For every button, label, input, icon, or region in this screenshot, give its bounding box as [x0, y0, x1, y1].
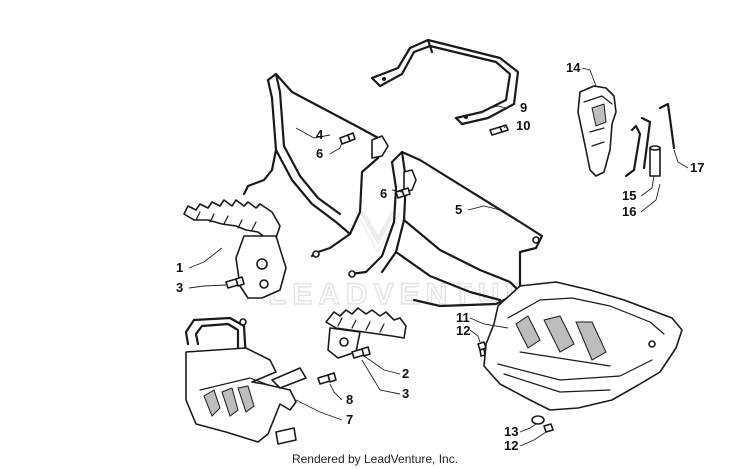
part-9-handle[interactable] — [370, 38, 520, 126]
part-17-hex-key[interactable] — [658, 102, 676, 150]
part-7-bumper[interactable] — [184, 316, 307, 445]
callouts: 1 2 3 3 4 5 6 6 7 8 9 10 11 12 12 13 14 … — [176, 60, 704, 453]
bolt-3-left[interactable] — [225, 276, 245, 289]
part-11-skid-plate[interactable] — [483, 281, 683, 411]
bolt-12-lower-washer-13[interactable] — [531, 415, 554, 433]
callout-4: 4 — [316, 127, 324, 142]
callout-14: 14 — [566, 60, 581, 75]
bolt-8[interactable] — [317, 372, 337, 385]
callout-2: 2 — [402, 366, 409, 381]
callout-3-left: 3 — [176, 280, 183, 295]
callout-1: 1 — [176, 260, 183, 275]
part-4-frame-left[interactable] — [242, 72, 389, 258]
callout-16: 16 — [622, 204, 636, 219]
callout-13: 13 — [504, 424, 518, 439]
callout-9: 9 — [520, 100, 527, 115]
bolt-10[interactable] — [489, 124, 509, 136]
callout-6-right: 6 — [380, 186, 387, 201]
callout-15: 15 — [622, 188, 636, 203]
bolt-3-right[interactable] — [351, 346, 371, 359]
leader-lines — [188, 67, 689, 447]
callout-17: 17 — [690, 160, 704, 175]
callout-3-right: 3 — [402, 386, 409, 401]
footer-credit: Rendered by LeadVenture, Inc. — [291, 452, 459, 466]
bolt-6-right[interactable] — [395, 187, 411, 199]
callout-7: 7 — [346, 412, 353, 427]
callout-10: 10 — [516, 118, 530, 133]
part-1-footpeg-left[interactable] — [183, 199, 287, 299]
bolt-12-upper[interactable] — [477, 341, 487, 357]
bolt-6-left[interactable] — [339, 132, 356, 145]
part-16-pin[interactable] — [649, 145, 661, 177]
callout-6-left: 6 — [316, 146, 323, 161]
part-15-bracket[interactable] — [624, 116, 652, 178]
callout-5: 5 — [455, 202, 462, 217]
callout-8: 8 — [346, 392, 353, 407]
callout-12-upper: 12 — [456, 323, 470, 338]
part-14-shield[interactable] — [577, 85, 617, 177]
part-5-frame-right[interactable] — [348, 150, 544, 308]
callout-11: 11 — [456, 310, 470, 325]
callout-12-lower: 12 — [504, 438, 518, 453]
part-2-footpeg-right[interactable] — [325, 307, 407, 359]
